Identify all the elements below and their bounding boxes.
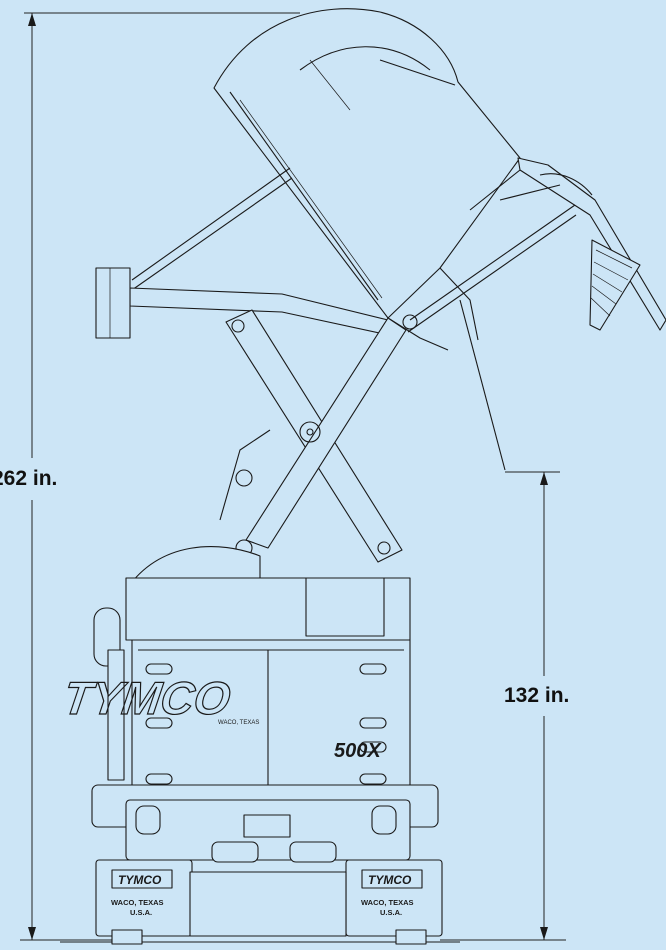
door-location-text: WACO, TEXAS — [218, 720, 259, 726]
left-flap-location: WACO, TEXAS — [111, 898, 164, 907]
dump-height-label: 132 in. — [502, 683, 572, 708]
overall-height-label: 262 in. — [0, 466, 60, 491]
rear-apron — [189, 871, 347, 937]
rear-bumper — [91, 784, 439, 863]
sweeper-body — [93, 546, 411, 803]
right-flap-logo: TYMCO — [368, 873, 412, 887]
overall-height-dimension — [20, 12, 300, 941]
right-mud-flap — [345, 859, 443, 937]
scissor-lift — [219, 309, 418, 563]
dump-height-dimension — [440, 471, 566, 941]
left-mud-flap — [95, 859, 193, 937]
left-wheel — [111, 929, 143, 945]
model-badge-text: 500X — [334, 740, 382, 762]
right-flap-location: WACO, TEXAS — [361, 898, 414, 907]
hopper-rear-door — [469, 157, 666, 331]
hopper-body — [213, 8, 521, 471]
left-flap-country: U.S.A. — [130, 908, 152, 917]
right-flap-country: U.S.A. — [380, 908, 402, 917]
left-flap-logo: TYMCO — [118, 873, 162, 887]
dump-linkage — [95, 167, 577, 339]
right-wheel — [395, 929, 427, 945]
door-logo-text: TYMCO — [60, 672, 233, 724]
